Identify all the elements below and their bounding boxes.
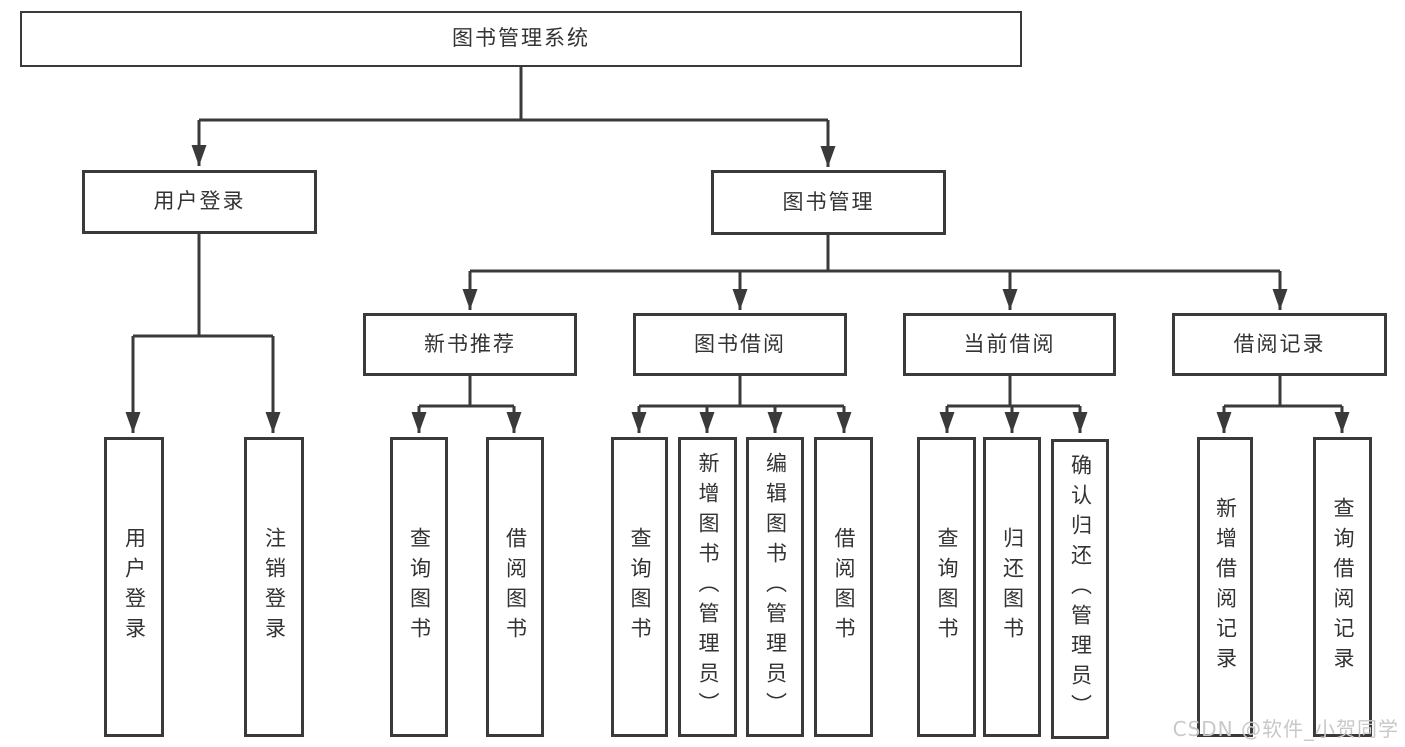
leaf-add-borrow-record: 新增借阅记录 [1197,437,1253,737]
node-new-book-recommend: 新书推荐 [363,313,577,376]
leaf-user-login: 用户登录 [104,437,164,737]
leaf-return-book-label: 归还图书 [1000,527,1025,647]
node-book-management: 图书管理 [711,170,946,235]
leaf-add-book-admin-label: 新增图书（管理员） [696,452,720,722]
node-root: 图书管理系统 [20,11,1022,67]
leaf-borrow-books-2: 借阅图书 [814,437,873,737]
leaf-confirm-return-admin: 确认归还（管理员） [1051,439,1109,739]
node-borrow-records-label: 借阅记录 [1233,331,1326,356]
leaf-user-login-label: 用户登录 [122,527,147,647]
node-book-borrow: 图书借阅 [633,313,847,376]
csdn-watermark: CSDN @软件_小贺同学 [1172,717,1399,741]
leaf-query-books-3: 查询图书 [917,437,976,737]
leaf-add-book-admin: 新增图书（管理员） [678,437,737,737]
leaf-confirm-return-admin-label: 确认归还（管理员） [1068,454,1093,724]
leaf-query-borrow-record-label: 查询借阅记录 [1331,497,1355,677]
node-book-management-label: 图书管理 [782,189,875,214]
leaf-borrow-books-1-label: 借阅图书 [503,527,528,647]
node-book-borrow-label: 图书借阅 [694,331,786,356]
leaf-logout: 注销登录 [244,437,304,737]
node-current-borrow: 当前借阅 [903,313,1116,376]
leaf-add-borrow-record-label: 新增借阅记录 [1213,497,1238,677]
leaf-borrow-books-2-label: 借阅图书 [832,527,856,647]
node-user-login-label: 用户登录 [153,189,246,214]
leaf-edit-book-admin: 编辑图书（管理员） [746,437,804,737]
node-user-login: 用户登录 [82,170,317,234]
node-current-borrow-label: 当前借阅 [963,331,1056,356]
leaf-query-books-3-label: 查询图书 [935,527,959,647]
node-root-label: 图书管理系统 [452,26,590,51]
leaf-logout-label: 注销登录 [262,527,287,647]
node-new-book-recommend-label: 新书推荐 [424,331,516,356]
leaf-borrow-books-1: 借阅图书 [486,437,544,737]
leaf-edit-book-admin-label: 编辑图书（管理员） [763,452,788,722]
leaf-query-books-1: 查询图书 [390,437,448,737]
leaf-query-books-2: 查询图书 [611,437,668,737]
node-borrow-records: 借阅记录 [1172,313,1387,376]
leaf-query-borrow-record: 查询借阅记录 [1313,437,1372,737]
leaf-query-books-1-label: 查询图书 [407,527,432,647]
connector-arrows [125,120,1350,433]
leaf-return-book: 归还图书 [983,437,1041,737]
leaf-query-books-2-label: 查询图书 [628,527,652,647]
connector-trunks [133,67,1342,408]
